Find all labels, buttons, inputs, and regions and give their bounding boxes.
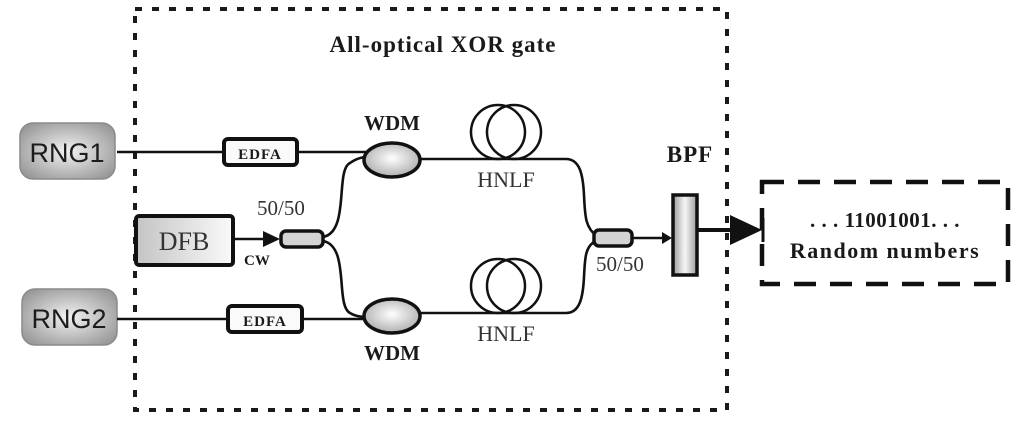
wdm-bottom-label: WDM xyxy=(364,341,420,365)
edfa-top-label: EDFA xyxy=(238,147,282,163)
dfb-laser: DFB xyxy=(134,214,235,267)
coupler-in-label: 50/50 xyxy=(257,196,305,220)
xor-gate-boundary xyxy=(133,7,729,412)
wdm-bottom xyxy=(362,297,422,335)
hnlf-bottom-label: HNLF xyxy=(477,321,534,346)
coupler-in xyxy=(279,229,325,249)
bpf-filter xyxy=(671,193,699,277)
edfa-bottom: EDFA xyxy=(226,304,304,334)
rng2-label: RNG2 xyxy=(31,304,106,334)
hnlf-top-label: HNLF xyxy=(477,167,534,192)
cw-arrow-icon xyxy=(263,231,280,247)
bpf-input-arrow-icon xyxy=(662,232,672,244)
hnlf-top-coil-icon xyxy=(469,103,543,161)
random-bits-text: . . . 11001001. . . xyxy=(810,208,960,232)
cw-label: CW xyxy=(244,253,270,269)
hnlf-bottom-coil-icon xyxy=(469,257,543,315)
wdm-top-label: WDM xyxy=(364,111,420,135)
bpf-label: BPF xyxy=(667,142,713,167)
edfa-bottom-label: EDFA xyxy=(243,314,287,330)
fiber-bottom-arm xyxy=(420,238,598,315)
output-arrow-icon xyxy=(730,215,762,245)
rng2-source: RNG2 xyxy=(21,288,118,346)
random-numbers-label: Random numbers xyxy=(790,238,980,263)
fiber-top-arm xyxy=(420,157,598,238)
rng1-label: RNG1 xyxy=(29,138,104,168)
rng1-source: RNG1 xyxy=(19,122,116,180)
edfa-top: EDFA xyxy=(222,137,299,167)
random-numbers-box xyxy=(759,179,1011,287)
xor-gate-title: All-optical XOR gate xyxy=(330,32,557,57)
coupler-out xyxy=(592,228,634,248)
wdm-top xyxy=(362,141,422,179)
coupler-out-label: 50/50 xyxy=(596,252,644,276)
dfb-label: DFB xyxy=(159,227,210,256)
